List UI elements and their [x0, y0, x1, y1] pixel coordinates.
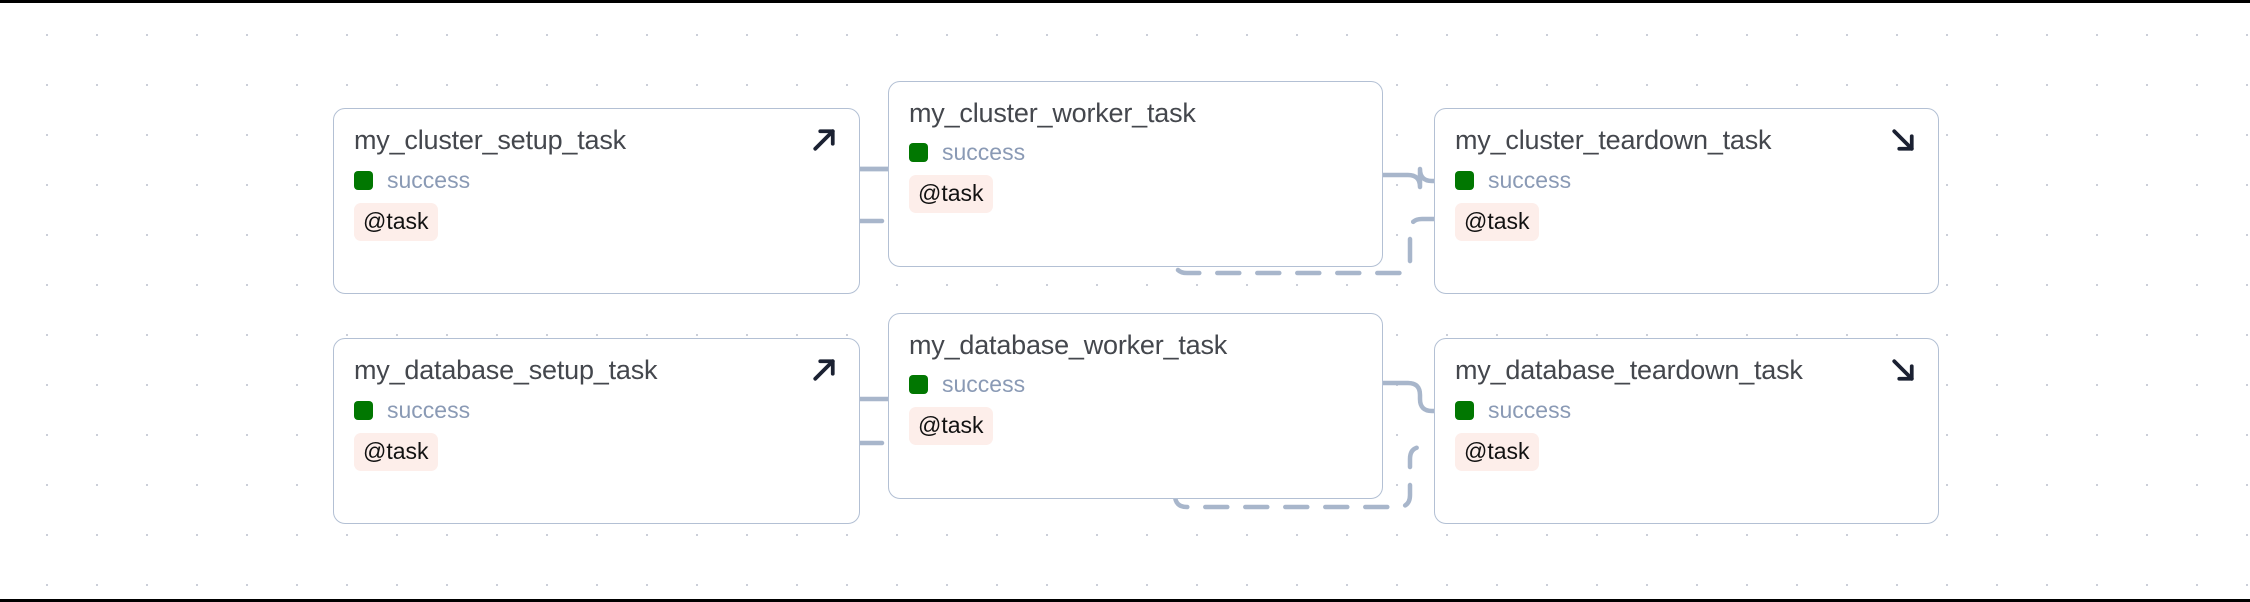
node-header: my_cluster_teardown_task [1455, 127, 1918, 155]
status-label: success [942, 139, 1026, 165]
node-status-row: success [909, 141, 1362, 164]
node-status-row: success [354, 399, 839, 422]
status-success-swatch [1455, 171, 1474, 190]
status-success-swatch [909, 143, 928, 162]
node-status-row: success [1455, 399, 1918, 422]
node-header: my_cluster_worker_task [909, 100, 1362, 127]
arrow-up-right-icon [809, 355, 839, 385]
task-node-my-database-setup-task[interactable]: my_database_setup_task success @task [333, 338, 860, 524]
status-success-swatch [1455, 401, 1474, 420]
status-label: success [942, 371, 1026, 397]
task-node-my-database-teardown-task[interactable]: my_database_teardown_task success @task [1434, 338, 1939, 524]
node-tag-row: @task [354, 433, 839, 471]
status-label: success [1488, 397, 1572, 423]
task-node-my-database-worker-task[interactable]: my_database_worker_task success @task [888, 313, 1383, 499]
node-tag-row: @task [1455, 203, 1918, 241]
status-success-swatch [909, 375, 928, 394]
task-type-tag: @task [354, 433, 438, 471]
node-title: my_database_setup_task [354, 355, 658, 385]
status-success-swatch [354, 171, 373, 190]
node-title: my_cluster_teardown_task [1455, 125, 1772, 155]
status-label: success [387, 397, 471, 423]
task-node-my-cluster-worker-task[interactable]: my_cluster_worker_task success @task [888, 81, 1383, 267]
node-header: my_cluster_setup_task [354, 127, 839, 155]
task-type-tag: @task [909, 175, 993, 213]
status-label: success [387, 167, 471, 193]
node-title: my_cluster_setup_task [354, 125, 626, 155]
node-tag-row: @task [354, 203, 839, 241]
node-title: my_database_teardown_task [1455, 355, 1803, 385]
node-title: my_database_worker_task [909, 330, 1228, 360]
edge-cluster-worker-to-teardown-main [1380, 166, 1437, 190]
node-status-row: success [1455, 169, 1918, 192]
status-success-swatch [354, 401, 373, 420]
task-type-tag: @task [1455, 203, 1539, 241]
node-tag-row: @task [909, 175, 1362, 213]
node-status-row: success [909, 373, 1362, 396]
task-node-my-cluster-teardown-task[interactable]: my_cluster_teardown_task success @task [1434, 108, 1939, 294]
status-label: success [1488, 167, 1572, 193]
node-title: my_cluster_worker_task [909, 98, 1196, 128]
node-tag-row: @task [909, 407, 1362, 445]
task-type-tag: @task [1455, 433, 1539, 471]
edge-database-worker-to-teardown-main [1380, 380, 1437, 414]
node-header: my_database_teardown_task [1455, 357, 1918, 385]
node-tag-row: @task [1455, 433, 1918, 471]
task-type-tag: @task [909, 407, 993, 445]
node-status-row: success [354, 169, 839, 192]
task-type-tag: @task [354, 203, 438, 241]
node-header: my_database_worker_task [909, 332, 1362, 359]
node-header: my_database_setup_task [354, 357, 839, 385]
arrow-down-right-icon [1888, 355, 1918, 385]
arrow-down-right-icon [1888, 125, 1918, 155]
task-node-my-cluster-setup-task[interactable]: my_cluster_setup_task success @task [333, 108, 860, 294]
arrow-up-right-icon [809, 125, 839, 155]
